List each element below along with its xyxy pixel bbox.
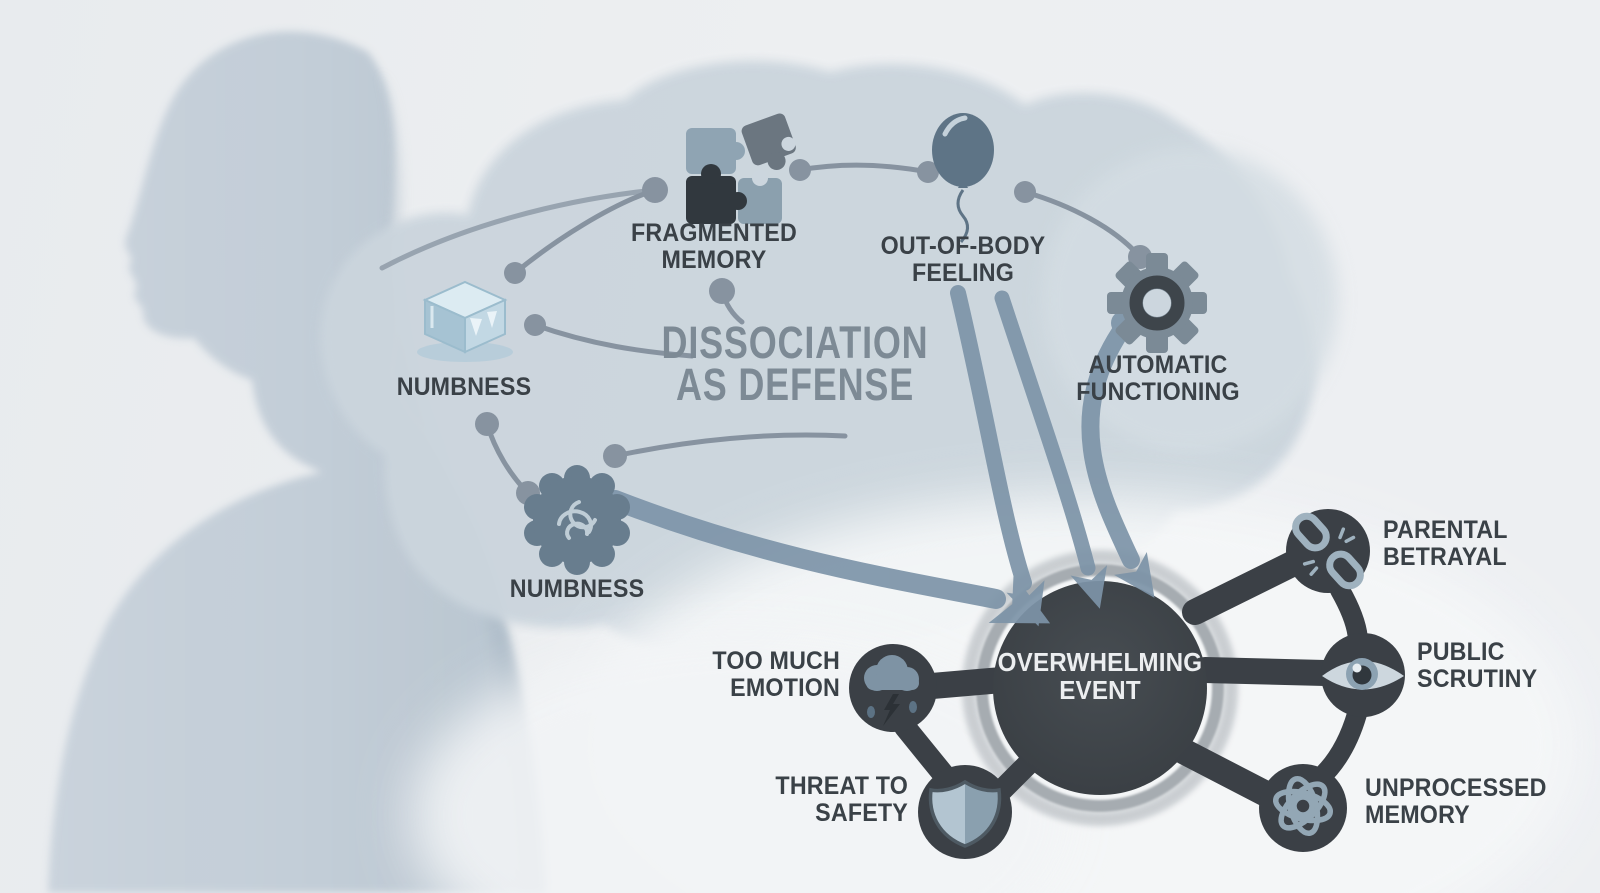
label-numbness-ice: NUMBNESS <box>371 374 557 401</box>
label-threat-to-safety: THREAT TO SAFETY <box>676 773 909 827</box>
tangled-gear-icon <box>524 465 630 575</box>
label-fragmented-memory: FRAGMENTED MEMORY <box>598 220 831 274</box>
puzzle-icon <box>686 113 796 224</box>
label-unprocessed-memory: UNPROCESSED MEMORY <box>1365 775 1582 829</box>
label-line: FEELING <box>911 259 1015 287</box>
label-line: FUNCTIONING <box>1076 378 1240 406</box>
tangled-knot-icon <box>1272 775 1334 837</box>
label-line: UNPROCESSED <box>1365 774 1547 802</box>
label-line: SAFETY <box>815 799 908 827</box>
person-silhouette-shade <box>380 70 545 893</box>
label-line: MEMORY <box>1365 801 1470 829</box>
balloon-icon <box>932 113 994 243</box>
label-line: AUTOMATIC <box>1088 351 1228 379</box>
label-line: TOO MUCH <box>712 647 840 675</box>
storm-cloud-icon <box>864 655 919 726</box>
label-public-scrutiny: PUBLIC SCRUTINY <box>1417 639 1585 693</box>
eye-icon <box>1322 658 1404 690</box>
label-line: THREAT TO <box>775 772 908 800</box>
title-line: AS DEFENSE <box>675 359 915 410</box>
cloud-connector-dots <box>475 159 1152 505</box>
label-line: SCRUTINY <box>1417 665 1538 693</box>
label-numbness-overload: NUMBNESS <box>484 576 670 603</box>
label-automatic-functioning: AUTOMATIC FUNCTIONING <box>1042 352 1275 406</box>
label-parental-betrayal: PARENTAL BETRAYAL <box>1383 517 1583 571</box>
hub-circle <box>993 581 1207 795</box>
label-line: PUBLIC <box>1417 638 1505 666</box>
cloud-connector-lines <box>379 162 1143 496</box>
label-line: NUMBNESS <box>509 575 645 603</box>
label-line: EVENT <box>1059 675 1141 705</box>
title-line: DISSOCIATION <box>661 317 929 368</box>
shield-icon <box>928 779 1002 848</box>
label-too-much-emotion: TOO MUCH EMOTION <box>608 648 841 702</box>
broken-chain-icon <box>1292 512 1364 590</box>
gear-icon <box>1107 253 1207 353</box>
ice-cube-icon <box>417 280 513 362</box>
label-line: OUT-OF-BODY <box>880 232 1046 260</box>
node-unprocessed-memory <box>1259 764 1347 852</box>
label-line: FRAGMENTED <box>631 219 797 247</box>
label-line: EMOTION <box>730 674 840 702</box>
diagram-title: DISSOCIATION AS DEFENSE <box>655 317 935 410</box>
node-parental-betrayal <box>1286 509 1370 593</box>
label-line: BETRAYAL <box>1383 543 1507 571</box>
label-overwhelming-event: OVERWHELMING EVENT <box>984 648 1217 704</box>
label-line: MEMORY <box>661 246 767 274</box>
label-line: OVERWHELMING <box>997 647 1203 677</box>
label-out-of-body-feeling: OUT-OF-BODY FEELING <box>847 233 1080 287</box>
label-line: NUMBNESS <box>396 373 532 401</box>
label-line: PARENTAL <box>1383 516 1508 544</box>
person-silhouette <box>48 31 545 893</box>
hub-satellite-links <box>894 549 1368 808</box>
converging-arrows <box>605 285 1155 627</box>
